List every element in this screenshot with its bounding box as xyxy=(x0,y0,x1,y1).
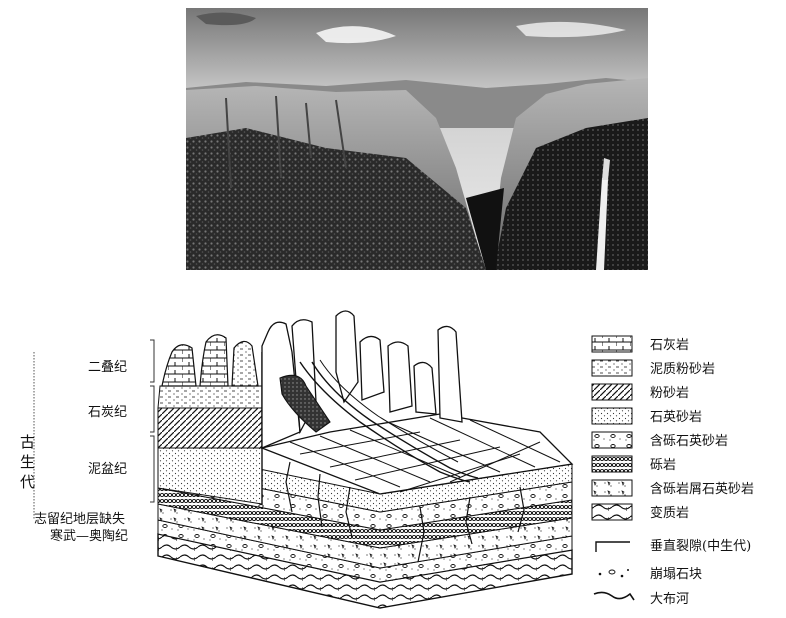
legend-label-conglomerate: 砾岩 xyxy=(650,458,676,473)
cambrian-ordovician-label: 寒武—奥陶纪 xyxy=(50,528,128,544)
legend-label-boulders: 崩塌石块 xyxy=(650,567,702,582)
vertical-fractures xyxy=(285,461,525,563)
waterfall xyxy=(596,178,608,270)
cloud xyxy=(196,12,256,26)
waterfall-top xyxy=(602,158,610,180)
geological-block-diagram: + 古 生 代 二叠纪 石炭纪 泥盆纪 志留纪地层缺失 寒武—奥陶纪 xyxy=(20,310,754,609)
legend-swatch-argsilt xyxy=(591,359,633,377)
time-scale: 古 生 代 二叠纪 石炭纪 泥盆纪 志留纪地层缺失 寒武—奥陶纪 xyxy=(20,339,155,544)
legend-label-fracture: 垂直裂隙(中生代) xyxy=(650,539,751,554)
legend-swatch-fracture xyxy=(595,541,630,552)
legend-label-limestone: 石灰岩 xyxy=(650,338,689,353)
legend-swatch-metamorphic xyxy=(591,503,633,521)
cloud xyxy=(516,21,626,38)
legend: 石灰岩 泥质粉砂岩 粉砂岩 石英砂岩 含砾石英砂岩 砾岩 含砾岩屑石英砂岩 变质… xyxy=(591,335,754,607)
canyon-photograph xyxy=(186,8,648,270)
legend-label-argsilt: 泥质粉砂岩 xyxy=(650,362,715,377)
paleozoic-label-2: 生 xyxy=(20,453,35,471)
devonian-label: 泥盆纪 xyxy=(88,462,127,477)
river-channel-1 xyxy=(299,361,471,483)
pillar-2 xyxy=(199,334,229,387)
carboniferous-label: 石炭纪 xyxy=(88,405,127,420)
pillar-1 xyxy=(161,344,197,387)
collapsed-boulders-mass xyxy=(279,374,331,433)
pillar-3 xyxy=(231,340,259,387)
silurian-missing-label: 志留纪地层缺失 xyxy=(34,512,125,527)
legend-label-quartz: 石英砂岩 xyxy=(650,410,702,425)
fracture-grid xyxy=(289,417,561,493)
legend-swatch-gravquartz xyxy=(591,431,633,449)
cliff-fractures xyxy=(225,95,347,189)
river-channel-3 xyxy=(319,359,459,463)
carboniferous-siltstone xyxy=(157,407,263,449)
top-surface xyxy=(259,413,574,495)
legend-swatch-boulders xyxy=(598,569,629,578)
right-forest xyxy=(494,118,648,270)
paleozoic-label-1: 古 xyxy=(20,433,35,451)
gorge xyxy=(466,188,504,270)
cloud xyxy=(316,26,396,44)
legend-swatch-debris xyxy=(591,479,633,497)
legend-label-river: 大布河 xyxy=(650,592,689,607)
legend-swatch-quartz xyxy=(591,407,633,425)
legend-label-metamorphic: 变质岩 xyxy=(650,505,689,521)
legend-swatch-river xyxy=(593,591,635,601)
legend-swatch-siltstone xyxy=(591,383,633,401)
legend-swatch-conglomerate xyxy=(591,455,633,473)
legend-label-debris: 含砾岩屑石英砂岩 xyxy=(650,481,754,497)
legend-swatch-limestone xyxy=(591,335,633,353)
legend-label-siltstone: 粉砂岩 xyxy=(650,386,689,401)
permian-label: 二叠纪 xyxy=(88,360,127,375)
legend-label-gravquartz: 含砾石英砂岩 xyxy=(650,433,728,449)
river-channel-2 xyxy=(311,361,479,479)
paleozoic-label-3: 代 xyxy=(20,473,35,491)
left-forest xyxy=(186,128,486,270)
carboniferous-argsilt xyxy=(157,385,263,409)
